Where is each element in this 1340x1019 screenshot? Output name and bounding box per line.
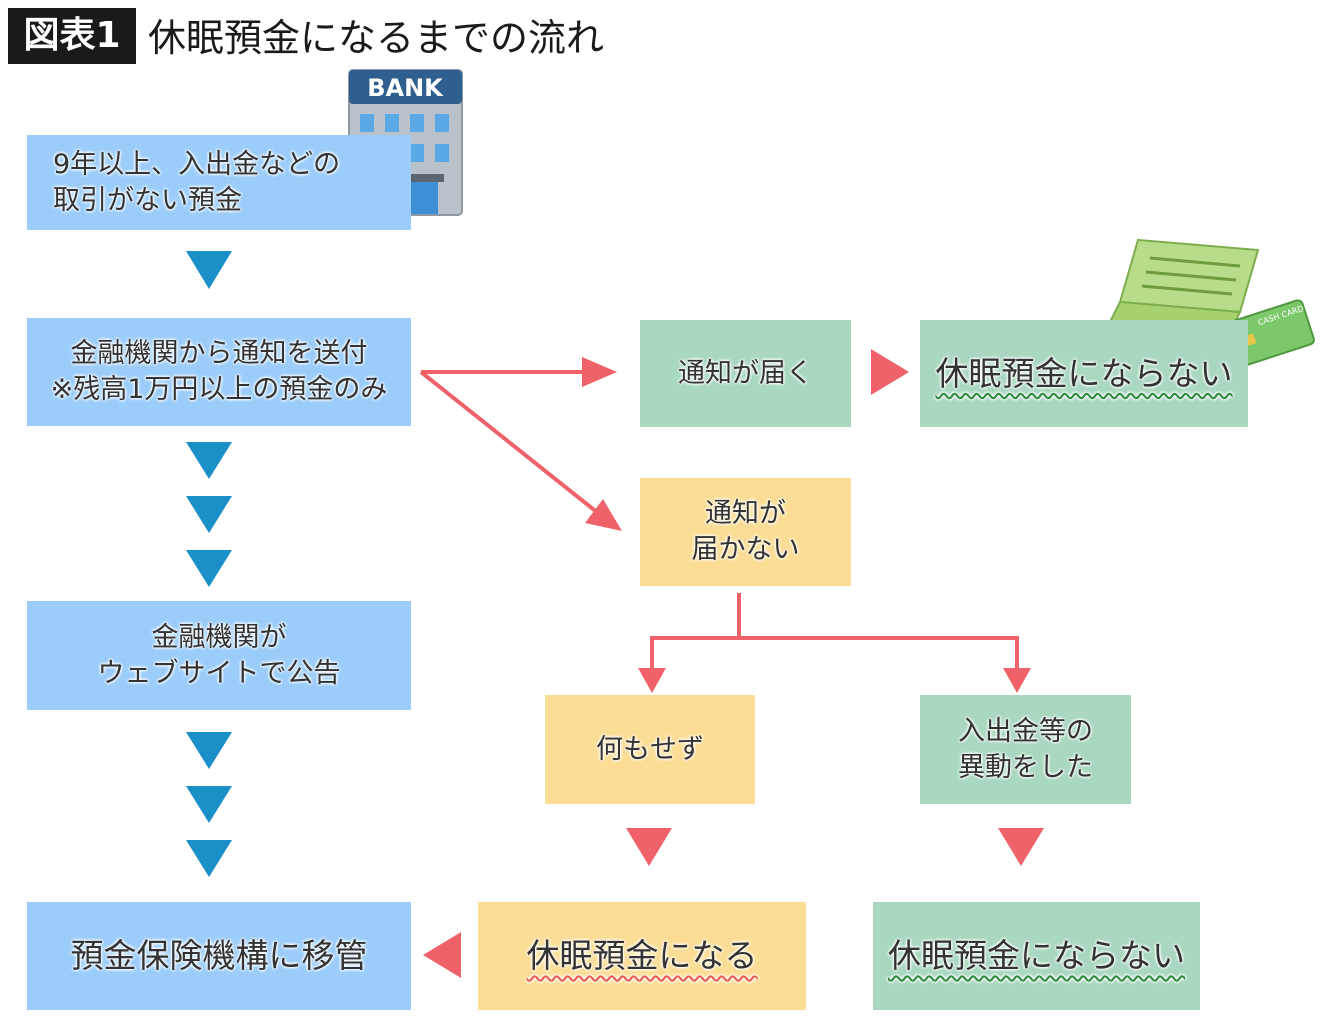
blue-down-arrow: [186, 732, 232, 769]
blue-down-arrow: [186, 550, 232, 587]
box-text: 9年以上、入出金などの: [53, 148, 341, 180]
box-text: 休眠預金にならない: [888, 936, 1185, 975]
box-text: 金融機関から通知を送付: [70, 338, 368, 369]
red-arrow-to-not-arrive: [419, 370, 600, 515]
figure-badge: 図表1: [8, 8, 136, 64]
cash-card-icon: CASH CARD: [1227, 299, 1315, 367]
red-arrowhead: [582, 357, 617, 387]
red-right-arrow: [871, 349, 909, 395]
red-down-arrow: [998, 828, 1044, 866]
blue-down-arrow: [186, 251, 232, 289]
box-text: ※残高1万円以上の預金のみ: [50, 374, 388, 405]
activity-box: 入出金等の 異動をした: [920, 695, 1131, 804]
box-text: 預金保険機構に移管: [70, 936, 368, 975]
notice-not-arrive-box: 通知が 届かない: [640, 478, 851, 586]
not-dormant-bottom-box: 休眠預金にならない: [873, 902, 1200, 1010]
red-arrowhead: [638, 668, 666, 693]
red-arrowhead: [1003, 668, 1031, 693]
blue-down-arrow: [186, 786, 232, 823]
dormant-condition-box: 9年以上、入出金などの 取引がない預金: [27, 135, 411, 230]
box-text: 入出金等の: [958, 715, 1093, 747]
red-left-arrow: [423, 932, 461, 978]
do-nothing-box: 何もせず: [545, 695, 755, 804]
svg-text:BANK: BANK: [367, 74, 444, 102]
box-text: 休眠預金にならない: [935, 353, 1233, 393]
blue-down-arrow: [186, 840, 232, 877]
page-title: 休眠預金になるまでの流れ: [148, 16, 605, 60]
not-dormant-top-box: 休眠預金にならない: [920, 320, 1248, 427]
box-text: 通知が届く: [678, 357, 813, 389]
box-text: ウェブサイトで公告: [97, 657, 341, 689]
box-text: 休眠預金になる: [526, 936, 758, 975]
becomes-dormant-box: 休眠預金になる: [478, 902, 806, 1010]
red-arrowhead: [585, 499, 622, 531]
box-text: 取引がない預金: [53, 184, 242, 216]
box-text: 通知が: [705, 498, 786, 529]
transfer-box: 預金保険機構に移管: [27, 902, 411, 1010]
red-down-arrow: [626, 828, 672, 866]
blue-down-arrow: [186, 442, 232, 479]
box-text: 金融機関が: [151, 621, 287, 653]
notice-sent-box: 金融機関から通知を送付 ※残高1万円以上の預金のみ: [27, 318, 411, 426]
box-text: 何もせず: [596, 733, 704, 765]
blue-down-arrow: [186, 496, 232, 533]
website-notice-box: 金融機関が ウェブサイトで公告: [27, 601, 411, 710]
box-text: 届かない: [691, 534, 800, 565]
notice-arrives-box: 通知が届く: [640, 320, 851, 427]
box-text: 異動をした: [958, 751, 1093, 783]
